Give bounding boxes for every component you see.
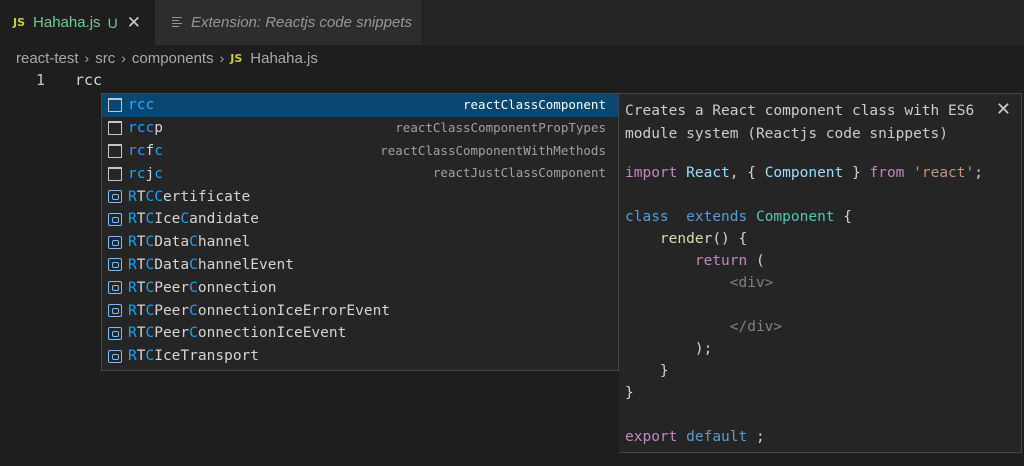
suggestion-item[interactable]: RTCIceCandidate: [102, 208, 618, 231]
chevron-right-icon: ›: [121, 50, 126, 66]
chevron-right-icon: ›: [219, 50, 225, 66]
suggestion-label: RTCPeerConnection: [128, 279, 277, 296]
suggestion-label: RTCPeerConnectionIceEvent: [128, 325, 347, 342]
code-text[interactable]: rcc: [75, 71, 103, 89]
suggestion-detail: reactJustClassComponent: [432, 165, 606, 181]
suggestion-item[interactable]: RTCPeerConnectionIceEvent: [102, 322, 618, 345]
suggestion-item[interactable]: rcjc reactJustClassComponent: [102, 162, 618, 185]
tab-title: Hahaha.js: [33, 14, 101, 31]
chevron-right-icon: ›: [84, 50, 90, 66]
tab-bar: JS Hahaha.js U ✕ Extension: Reactjs code…: [0, 0, 1024, 45]
suggestion-widget: rcc reactClassComponent rccp reactClassComp…: [101, 93, 619, 371]
snippet-icon: [108, 121, 122, 136]
variable-icon: [108, 304, 122, 318]
suggestion-item[interactable]: rcc reactClassComponent: [102, 94, 618, 117]
suggestion-label: RTCIceCandidate: [128, 211, 260, 228]
suggestion-label: rcfc: [128, 142, 163, 159]
suggestion-detail: reactClassComponent: [463, 97, 606, 112]
suggestion-description: Creates a React component class with ES6…: [625, 103, 975, 142]
suggestion-item[interactable]: RTCPeerConnectionIceErrorEvent: [102, 299, 618, 322]
breadcrumb-item[interactable]: src: [95, 49, 116, 67]
suggestion-label: rccp: [128, 120, 163, 137]
suggestion-item[interactable]: RTCDataChannelEvent: [102, 254, 618, 277]
js-file-icon: JS: [13, 16, 26, 29]
variable-icon: [108, 258, 122, 272]
breadcrumb-item[interactable]: react-test: [16, 49, 79, 67]
snippet-preview: import React, { Component } from 'react'…: [625, 165, 983, 445]
breadcrumb-file[interactable]: Hahaha.js: [250, 49, 318, 67]
suggestion-item[interactable]: rcfc reactClassComponentWithMethods: [102, 140, 618, 163]
variable-icon: [108, 235, 122, 249]
suggestion-item[interactable]: RTCPeerConnection: [102, 276, 618, 299]
tab-title: Extension: Reactjs code snippets: [191, 14, 412, 31]
preview-icon: [172, 17, 182, 28]
close-icon[interactable]: ✕: [995, 99, 1011, 120]
variable-icon: [108, 281, 122, 295]
close-icon[interactable]: ✕: [126, 13, 141, 32]
snippet-icon: [108, 143, 122, 158]
suggestion-label: rcjc: [128, 165, 163, 182]
suggestion-item[interactable]: RTCDataChannel: [102, 231, 618, 254]
variable-icon: [108, 212, 122, 226]
suggestion-detail: reactClassComponentPropTypes: [395, 119, 606, 135]
suggestion-label: RTCCertificate: [128, 188, 251, 205]
breadcrumb: react-test › src › components › JS Hahah…: [16, 47, 318, 69]
suggestion-label: RTCDataChannel: [128, 234, 251, 251]
untracked-badge: U: [107, 14, 118, 31]
suggestion-label: RTCPeerConnectionIceErrorEvent: [128, 302, 391, 319]
tab-hahaha-js[interactable]: JS Hahaha.js U ✕: [0, 0, 155, 45]
variable-icon: [108, 326, 122, 340]
suggestion-detail: reactClassComponentWithMethods: [380, 142, 606, 158]
suggestion-item[interactable]: RTCCertificate: [102, 185, 618, 208]
snippet-icon: [108, 166, 122, 181]
suggestion-item[interactable]: rccp reactClassComponentPropTypes: [102, 117, 618, 140]
js-file-icon: JS: [230, 51, 243, 65]
suggestion-label: RTCDataChannelEvent: [128, 256, 294, 273]
suggestion-label: RTCIceTransport: [128, 348, 260, 365]
tab-extension-preview[interactable]: Extension: Reactjs code snippets: [155, 0, 421, 45]
breadcrumb-item[interactable]: components: [131, 49, 214, 67]
suggestion-details: Creates a React component class with ES6…: [619, 93, 1022, 453]
variable-icon: [108, 190, 122, 204]
editor-line[interactable]: 1 rcc: [0, 70, 1024, 92]
variable-icon: [108, 349, 122, 363]
suggestion-label: rcc: [128, 97, 155, 114]
line-number: 1: [36, 71, 46, 89]
snippet-icon: [108, 98, 122, 113]
suggestion-item[interactable]: RTCIceTransport: [102, 345, 618, 368]
